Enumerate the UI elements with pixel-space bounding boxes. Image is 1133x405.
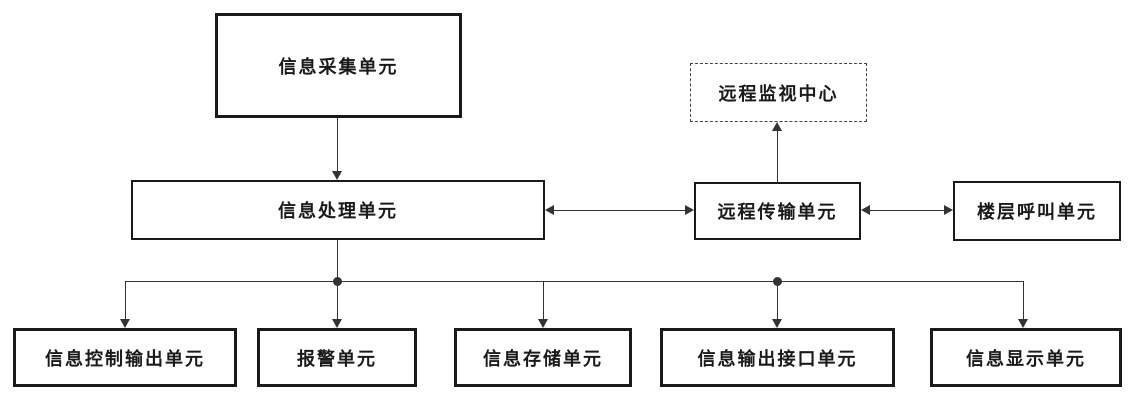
- arrowhead-down-icon: [1018, 319, 1028, 328]
- box-remote-transmission-unit-label: 远程传输单元: [717, 202, 838, 222]
- arrowhead-down-icon: [538, 319, 548, 328]
- arrowhead-left-icon: [545, 205, 554, 215]
- box-remote-transmission-unit: 远程传输单元: [694, 182, 861, 240]
- box-alarm-unit-label: 报警单元: [297, 348, 377, 369]
- box-floor-call-unit: 楼层呼叫单元: [953, 181, 1121, 241]
- connector-bus-to-alarm: [337, 281, 338, 320]
- box-floor-call-unit-label: 楼层呼叫单元: [977, 202, 1097, 222]
- arrowhead-down-icon: [772, 319, 782, 328]
- connector-bus-to-storage: [543, 281, 544, 320]
- box-remote-monitoring-center: 远程监视中心: [690, 63, 867, 122]
- arrowhead-down-icon: [332, 171, 342, 180]
- arrowhead-down-icon: [120, 319, 130, 328]
- arrowhead-right-icon: [685, 205, 694, 215]
- connector-bus-to-output-if: [777, 281, 778, 320]
- connector-collect-to-process: [337, 118, 338, 172]
- box-alarm-unit: 报警单元: [257, 328, 417, 387]
- box-info-processing-unit-label: 信息处理单元: [278, 201, 398, 221]
- box-info-output-interface-unit-label: 信息输出接口单元: [697, 348, 858, 369]
- connector-bus-to-display: [1023, 281, 1024, 320]
- connector-transmit-to-monitor: [777, 130, 778, 182]
- arrowhead-right-icon: [944, 205, 953, 215]
- box-info-storage-unit: 信息存储单元: [454, 328, 632, 387]
- connector-process-transmit: [553, 210, 687, 211]
- connector-bus: [125, 281, 1024, 282]
- connector-transmit-floorcall: [869, 210, 945, 211]
- connector-process-to-bus: [337, 240, 338, 281]
- box-info-processing-unit: 信息处理单元: [131, 180, 545, 240]
- box-info-collection-unit-label: 信息采集单元: [278, 56, 399, 77]
- box-info-storage-unit-label: 信息存储单元: [483, 348, 603, 369]
- arrowhead-left-icon: [861, 205, 870, 215]
- box-info-control-output-unit-label: 信息控制输出单元: [45, 348, 205, 369]
- box-info-output-interface-unit: 信息输出接口单元: [660, 328, 895, 387]
- box-info-display-unit: 信息显示单元: [930, 328, 1122, 387]
- arrowhead-down-icon: [332, 319, 342, 328]
- box-info-collection-unit: 信息采集单元: [215, 13, 462, 118]
- connector-bus-to-control-out: [125, 281, 126, 320]
- box-remote-monitoring-center-label: 远程监视中心: [718, 83, 839, 104]
- arrowhead-up-icon: [772, 122, 782, 131]
- box-info-control-output-unit: 信息控制输出单元: [13, 328, 237, 387]
- box-info-display-unit-label: 信息显示单元: [966, 348, 1086, 369]
